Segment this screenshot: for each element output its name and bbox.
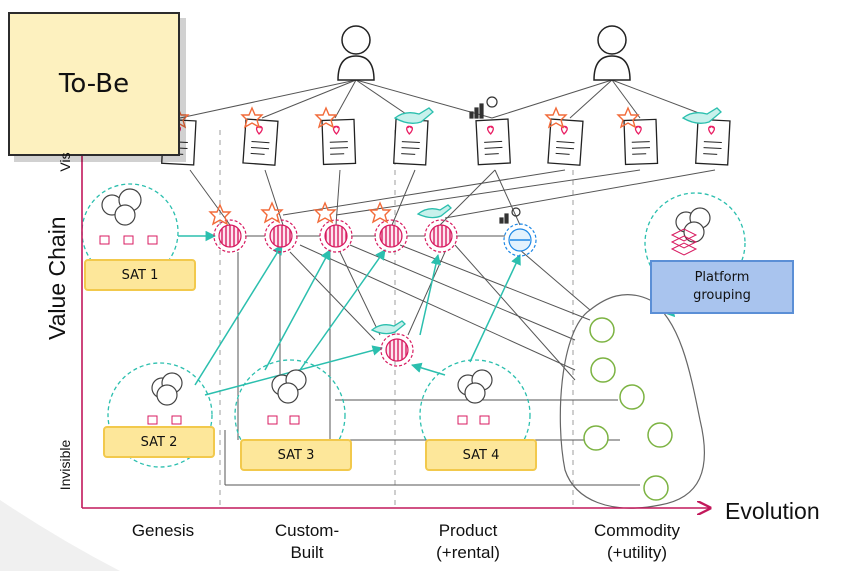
team-sat-4[interactable]: SAT 4 — [425, 439, 537, 471]
hand-icons — [370, 107, 722, 335]
team-sat-2[interactable]: SAT 2 — [103, 426, 215, 458]
platform-line2: grouping — [693, 288, 751, 303]
corner-swoosh — [0, 500, 120, 571]
team-sat-1[interactable]: SAT 1 — [84, 259, 196, 291]
evolution-dividers — [219, 130, 574, 505]
stage-line1: Commodity — [594, 521, 680, 540]
user-icons — [337, 25, 631, 81]
y-axis-label: Value Chain — [44, 216, 70, 340]
star-icons — [208, 201, 392, 226]
platform-line1: Platform — [694, 270, 750, 285]
team-process-icons — [99, 228, 698, 425]
y-axis-bottom-label: Invisible — [57, 439, 73, 491]
stage-line2: Built — [290, 543, 324, 562]
user-links — [179, 79, 713, 119]
to-be-sticky-note: To-Be — [8, 12, 180, 156]
team-arrows — [178, 230, 691, 396]
stage-line2: (+rental) — [436, 543, 500, 562]
stage-line1: Custom- — [274, 521, 340, 540]
y-axis-top-label: Vis — [57, 152, 73, 172]
sticky-label: To-Be — [58, 69, 130, 99]
stage-line2: (+utility) — [607, 543, 667, 562]
gauge-icons — [469, 96, 521, 224]
need-links — [189, 169, 716, 486]
team-people-icons — [101, 188, 711, 406]
x-axis-label: Evolution — [725, 498, 820, 524]
stage-commodity: Commodity (+utility) — [582, 520, 692, 564]
stage-product: Product (+rental) — [413, 520, 523, 564]
commodity-nodes — [583, 317, 673, 501]
platform-grouping-box[interactable]: Platform grouping — [650, 260, 794, 314]
stage-genesis: Genesis — [108, 520, 218, 542]
stage-line1: Product — [438, 521, 498, 540]
component-nodes — [213, 219, 537, 367]
axes — [81, 150, 710, 508]
stage-line1: Genesis — [131, 521, 195, 540]
team-sat-3[interactable]: SAT 3 — [240, 439, 352, 471]
need-star-icons — [166, 106, 640, 129]
stage-custom-built: Custom- Built — [252, 520, 362, 564]
